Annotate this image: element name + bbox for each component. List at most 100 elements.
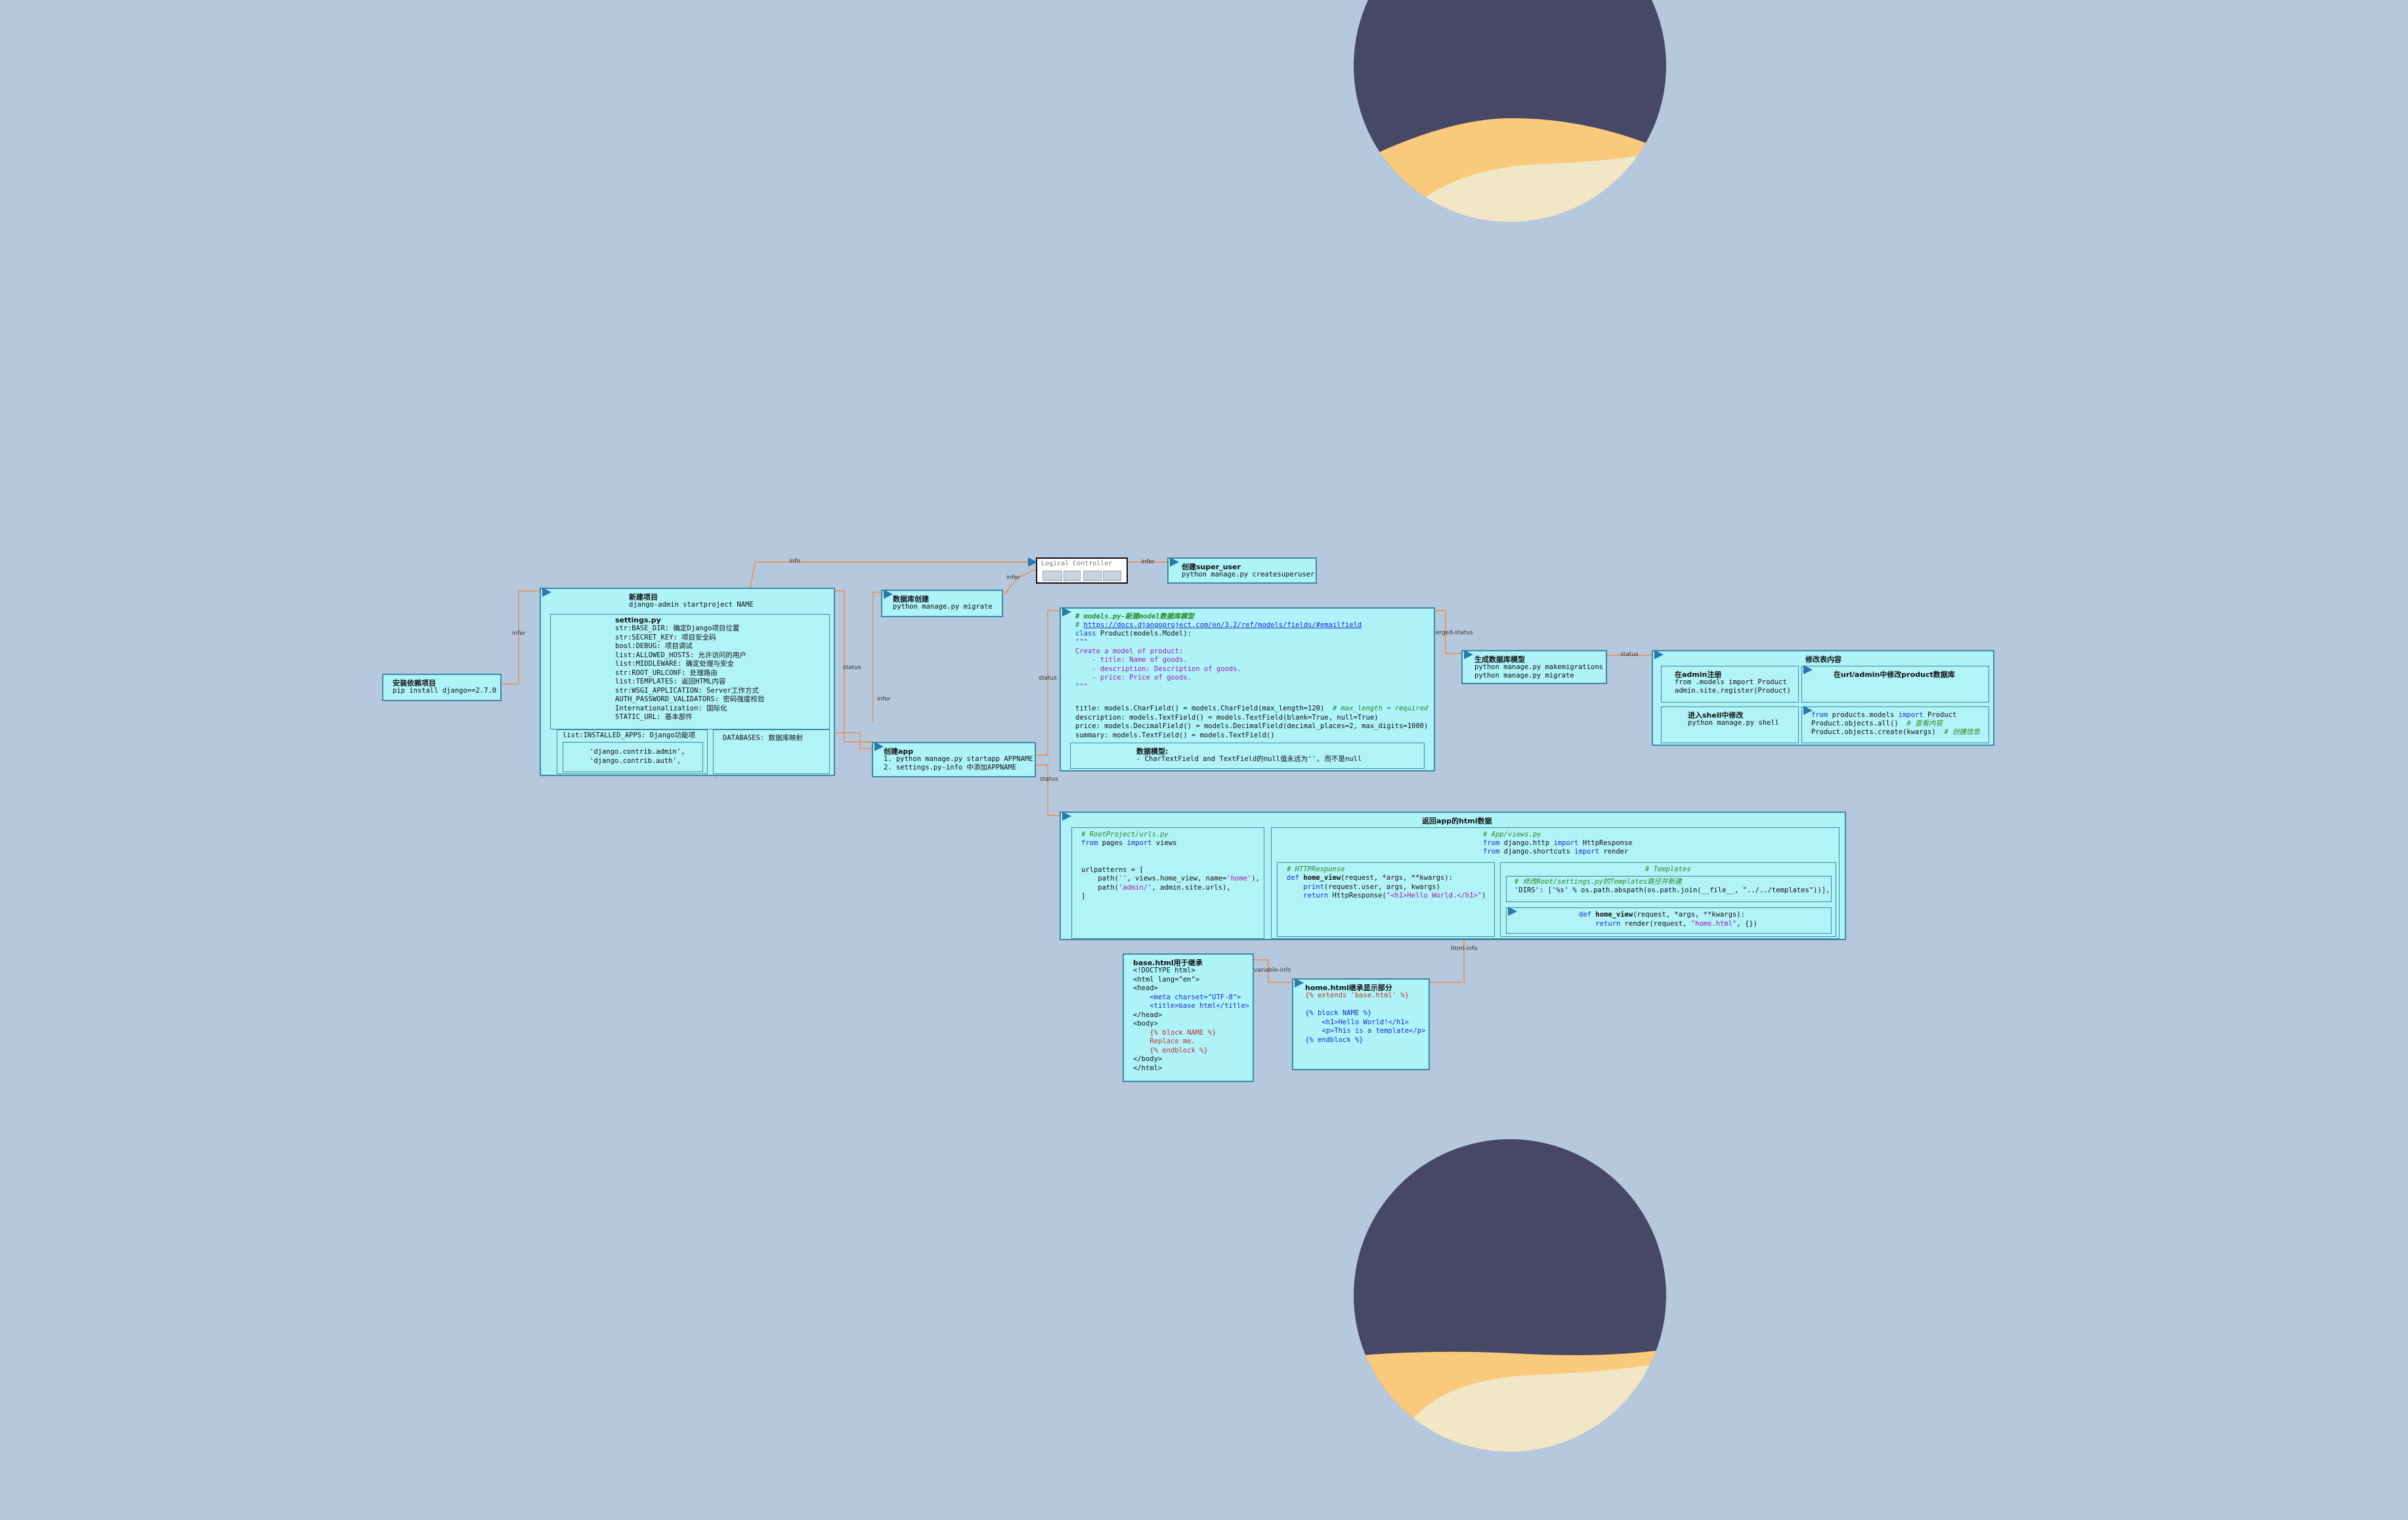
port-arrow-icon	[1508, 907, 1517, 916]
shell-code-line: from products.models import Product	[1811, 711, 1957, 719]
templates-node[interactable]: # Templates # 修改Root/settings.py的Templat…	[1500, 862, 1836, 937]
new-project-node[interactable]: 新建项目 django-admin startproject NAME sett…	[540, 588, 835, 776]
port-arrow-icon	[1028, 557, 1037, 567]
modify-table-node[interactable]: 修改表内容 在admin注册 from .models import Produ…	[1652, 650, 1994, 746]
shell-code-line: Product.objects.all() # 查看内容	[1811, 720, 1943, 727]
node-line-1: 1. python manage.py startapp APPNAME	[884, 755, 1033, 763]
super-user-node[interactable]: 创建super_user python manage.py createsupe…	[1167, 557, 1317, 584]
installed-apps-node[interactable]: list:INSTALLED_APPS: Django功能项 'django.c…	[557, 729, 708, 774]
installed-apps-lines-line: 'django.contrib.admin',	[590, 748, 685, 756]
settings-lines-line: bool:DEBUG: 项目调试	[615, 642, 693, 650]
admin-register-line: admin.site.register(Product)	[1675, 687, 1792, 695]
models-link-line: # https://docs.djangoproject.com/en/3.2/…	[1075, 621, 1362, 630]
controller-slot-3[interactable]	[1083, 571, 1102, 581]
models-node[interactable]: # models.py-新建model数据库模型 # https://docs.…	[1060, 607, 1435, 771]
note-title: 数据模型:	[1136, 747, 1169, 756]
link-prefix: #	[1075, 621, 1084, 629]
models-docstring-line: - description: Description of goods.	[1075, 664, 1241, 673]
views-py-node[interactable]: # App/views.py from django.http import H…	[1271, 827, 1839, 939]
wire-status-createapp-b	[834, 732, 873, 749]
shell-code-node[interactable]: from products.models import Product Prod…	[1801, 706, 1989, 743]
admin-register-title: 在admin注册	[1675, 670, 1722, 679]
class-name: Product(models.Model):	[1096, 630, 1192, 638]
create-app-node[interactable]: 创建app 1. python manage.py startapp APPNA…	[872, 742, 1036, 777]
admin-register-node[interactable]: 在admin注册 from .models import Product adm…	[1661, 666, 1799, 703]
port-arrow-icon	[1170, 557, 1179, 567]
render-code: def home_view(request, *args, **kwargs):…	[1579, 911, 1757, 928]
port-arrow-icon	[1295, 978, 1304, 988]
databases-node[interactable]: DATABASES: 数据库映射	[713, 729, 830, 774]
wire-variable-info	[1254, 959, 1292, 983]
settings-lines-line: Internationalization: 国际化	[615, 704, 727, 712]
shell-node[interactable]: 进入shell中修改 python manage.py shell	[1661, 706, 1799, 743]
models-docstring-line: """	[1075, 682, 1088, 691]
port-arrow-icon	[1062, 607, 1071, 617]
wire-status-return	[1036, 764, 1061, 816]
edge-label-status: status	[1620, 651, 1639, 658]
node-command: python manage.py migrate	[893, 603, 993, 611]
installed-apps-lines-line: 'django.contrib.auth',	[590, 756, 681, 765]
return-html-node[interactable]: 返回app的html数据 # RootProject/urls.py from …	[1060, 812, 1846, 940]
controller-slot-2[interactable]	[1064, 571, 1081, 581]
settings-lines-line: str:WSGI_APPLICATION: Server工作方式	[615, 686, 760, 695]
port-arrow-icon	[874, 742, 884, 751]
databases-label: DATABASES: 数据库映射	[723, 734, 804, 742]
edge-label-variable-info: variable-info	[1254, 967, 1291, 974]
port-arrow-icon	[1654, 650, 1664, 659]
shell-command: python manage.py shell	[1688, 719, 1780, 727]
url-admin-node[interactable]: 在url/admin中修改product数据库	[1801, 665, 1989, 703]
edge-label-infer: infer	[877, 696, 891, 703]
models-comment: # models.py-新建model数据库模型	[1075, 613, 1194, 620]
moon-illustration-bottom	[1354, 1139, 1666, 1452]
node-title: 数据库创建	[893, 595, 929, 603]
models-docstring: """Create a model of product: - title: N…	[1075, 638, 1241, 691]
models-docstring-line: - price: Price of goods.	[1075, 674, 1192, 682]
model-field-line: price: models.DecimalField() = models.De…	[1075, 722, 1429, 730]
wire-install-newproject	[499, 590, 544, 685]
edge-label-merged-status: merged-status	[1430, 630, 1473, 636]
db-create-node[interactable]: 数据库创建 python manage.py migrate	[881, 590, 1003, 617]
class-keyword: class	[1075, 630, 1096, 638]
model-field-line: summary: models.TextField() = models.Tex…	[1075, 731, 1275, 739]
templates-dirs-node[interactable]: # 修改Root/settings.py的Templates路径并新建 'DIR…	[1506, 876, 1832, 902]
node-title: 创建super_user	[1182, 563, 1241, 571]
logical-controller-node[interactable]: Logical Controller	[1028, 557, 1128, 584]
node-line-1: python manage.py makemigrations	[1474, 663, 1603, 671]
moon-illustration-top	[1354, 0, 1666, 222]
node-command: django-admin startproject NAME	[629, 601, 754, 609]
node-title: 创建app	[884, 747, 914, 756]
settings-lines-line: list:ALLOWED_HOSTS: 允许访问的用户	[615, 651, 746, 659]
install-dependencies-node[interactable]: 安装依赖项目 pip install django==2.7.0	[382, 674, 502, 701]
note-text: - CharTextField and TextField的null值永远为''…	[1136, 755, 1362, 763]
render-node[interactable]: def home_view(request, *args, **kwargs):…	[1506, 907, 1832, 934]
controller-slot-4[interactable]	[1103, 571, 1121, 581]
wire-createapp-models	[1036, 610, 1061, 756]
node-title: 新建项目	[629, 593, 658, 601]
shell-code-line: Product.objects.create(kwargs) # 创建信息	[1811, 728, 1980, 736]
wire-infer-lc	[1004, 568, 1038, 595]
templates-sub-code: 'DIRS': ['%s' % os.path.abspath(os.path.…	[1515, 886, 1830, 894]
installed-apps-list[interactable]: 'django.contrib.admin','django.contrib.a…	[563, 742, 703, 772]
settings-title: settings.py	[615, 616, 661, 624]
home-html-code: {% extends 'base.html' %} {% block NAME …	[1305, 991, 1426, 1044]
settings-lines-line: str:SECRET_KEY: 项目安全码	[615, 633, 716, 641]
home-html-node[interactable]: home.html继承显示部分 {% extends 'base.html' %…	[1292, 978, 1430, 1070]
node-command: pip install django==2.7.0	[393, 687, 497, 695]
controller-title: Logical Controller	[1041, 560, 1113, 567]
data-model-note-node[interactable]: 数据模型: - CharTextField and TextField的null…	[1070, 743, 1425, 769]
installed-apps-lines: 'django.contrib.admin','django.contrib.a…	[590, 748, 685, 766]
httpresponse-node[interactable]: # HTTPResponse def home_view(request, *a…	[1277, 862, 1495, 937]
port-arrow-icon	[1803, 706, 1813, 715]
settings-lines-line: list:TEMPLATES: 返回HTML内容	[615, 678, 726, 685]
urls-py-node[interactable]: # RootProject/urls.py from pages import …	[1071, 827, 1264, 939]
controller-slot-1[interactable]	[1043, 571, 1062, 581]
base-html-node[interactable]: base.html用于继承 <!DOCTYPE html> <html lang…	[1123, 953, 1254, 1082]
models-docstring-line: - title: Name of goods.	[1075, 656, 1188, 664]
generate-model-node[interactable]: 生成数据库模型 python manage.py makemigrations …	[1461, 650, 1607, 684]
class-line: class Product(models.Model):	[1075, 630, 1192, 639]
docs-link[interactable]: https://docs.djangoproject.com/en/3.2/re…	[1083, 621, 1362, 629]
templates-sub-comment: # 修改Root/settings.py的Templates路径并新建	[1515, 878, 1682, 886]
edge-label-status: status	[843, 664, 861, 671]
views-import: from django.http import HttpResponse	[1483, 839, 1633, 847]
